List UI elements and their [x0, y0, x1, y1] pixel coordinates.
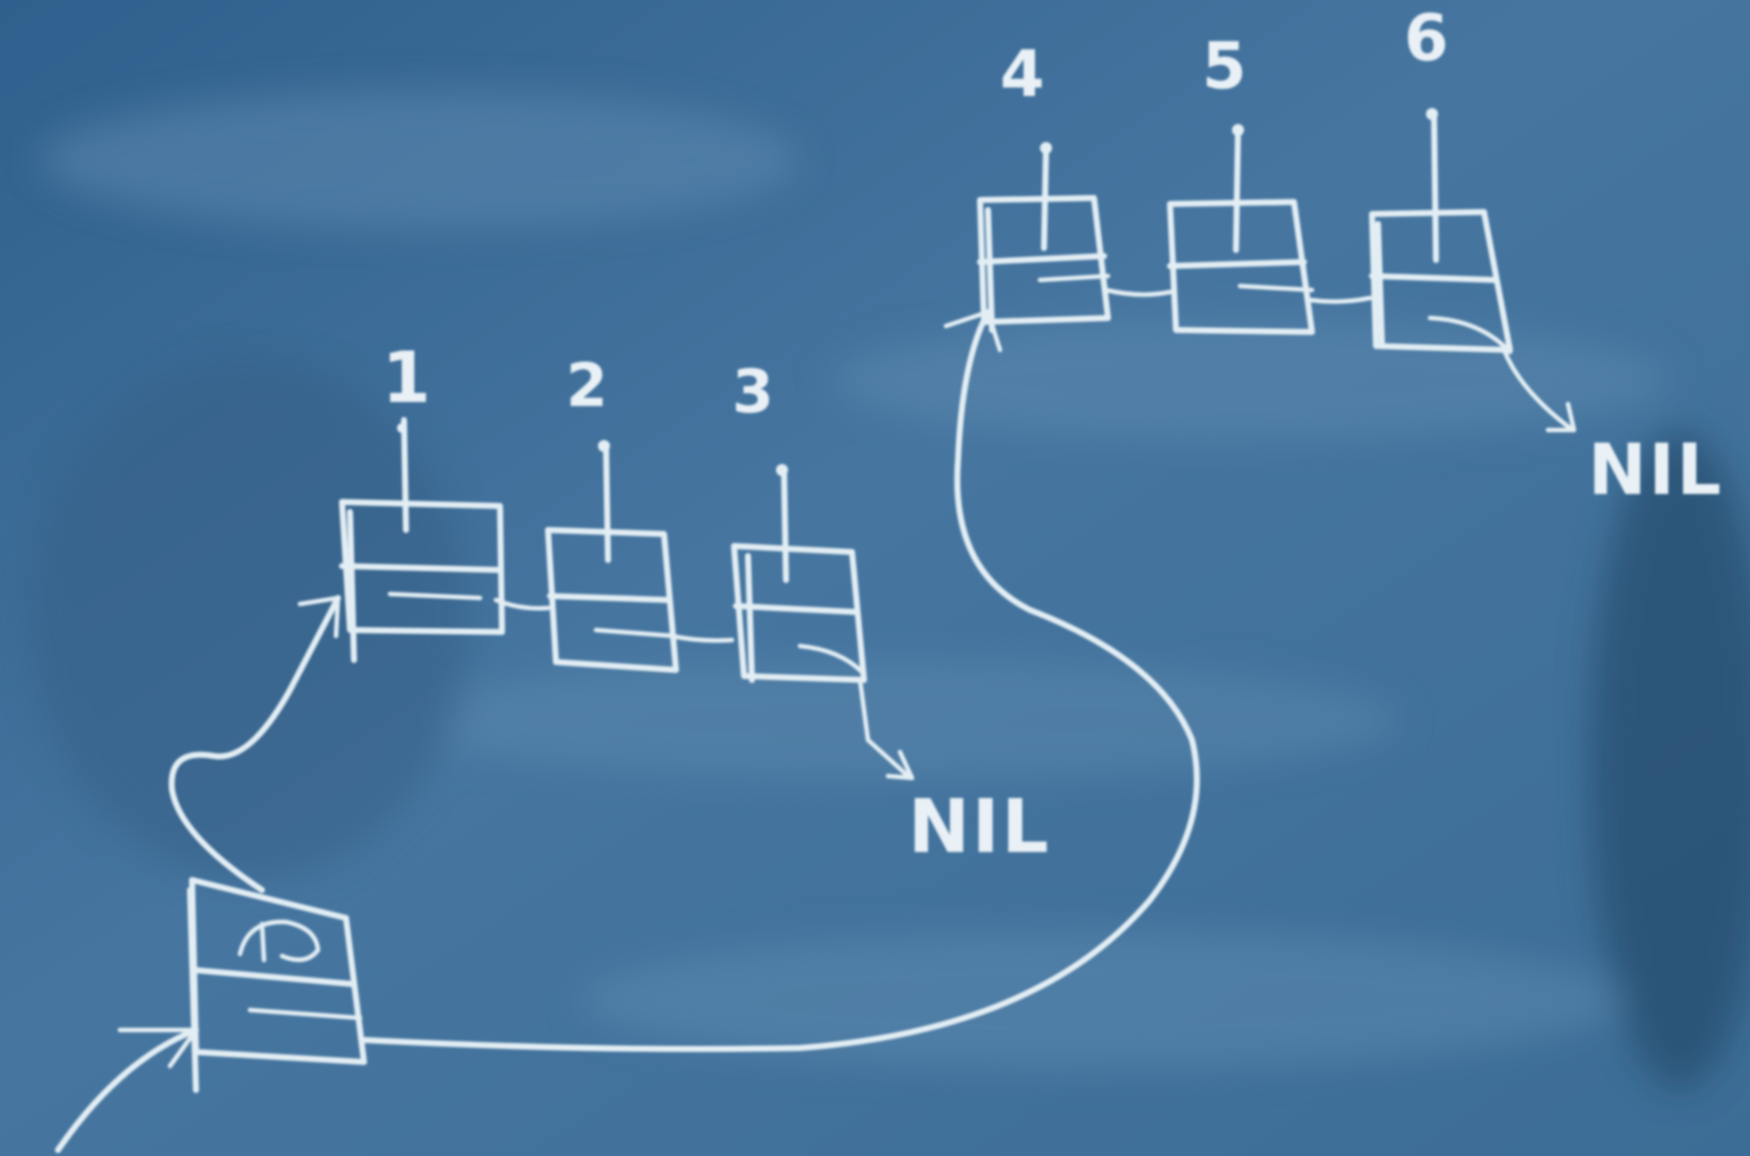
- list-b-node-4: [977, 142, 1111, 333]
- list-a-node-3: [731, 464, 867, 683]
- head-incoming-arrow: [55, 1027, 199, 1153]
- list-b-label-5: 5: [1202, 30, 1249, 104]
- list-a-nil-arrow: [857, 677, 911, 779]
- list-b-label-6: 6: [1404, 2, 1451, 76]
- list-b: 4 5 6: [977, 2, 1723, 511]
- list-b-nil-arrow: [1501, 347, 1573, 431]
- list-a-arrow-1-2: [493, 597, 551, 611]
- list-b-nil-label: NIL: [1588, 429, 1723, 511]
- list-a-label-1: 1: [382, 337, 433, 419]
- list-b-arrow-5-6: [1307, 295, 1373, 304]
- list-a-label-2: 2: [566, 351, 610, 421]
- chalk-drawing: 1 2 3: [55, 2, 1723, 1153]
- head-to-list-a-pointer: [168, 595, 341, 893]
- head-node: [55, 877, 367, 1153]
- list-a-label-3: 3: [732, 357, 776, 427]
- list-a: 1 2 3: [339, 337, 1051, 870]
- list-b-node-5: [1167, 124, 1315, 335]
- head-to-list-b-pointer: [361, 309, 1200, 1052]
- list-a-node-2: [545, 440, 679, 673]
- list-b-node-6: [1369, 108, 1513, 355]
- list-b-arrow-4-5: [1103, 287, 1173, 297]
- list-a-nil-label: NIL: [908, 784, 1051, 870]
- list-b-label-4: 4: [1000, 38, 1047, 112]
- list-a-arrow-2-3: [669, 633, 735, 643]
- list-a-node-1: [339, 417, 505, 663]
